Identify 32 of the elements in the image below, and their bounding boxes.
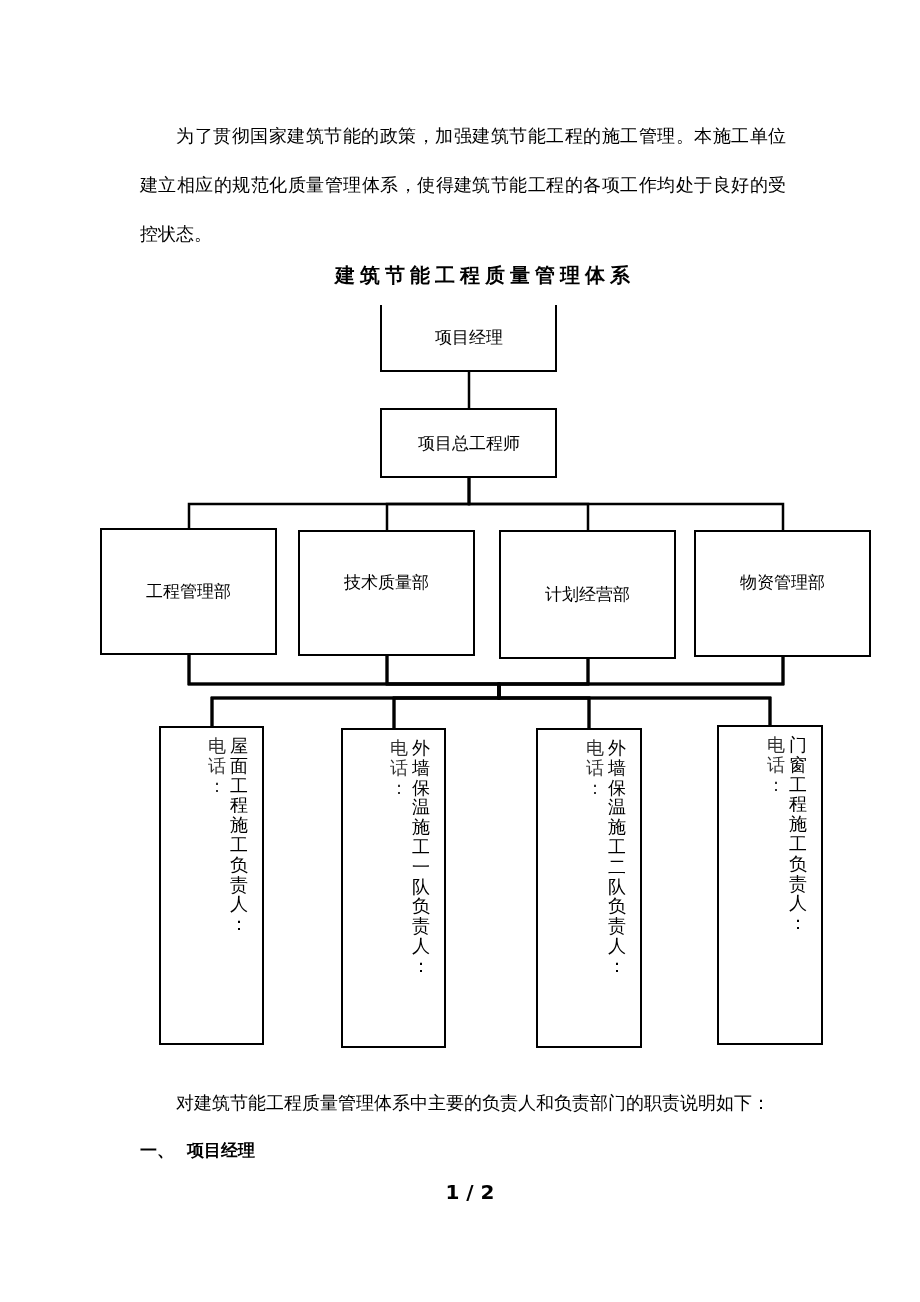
team-leader-label: 屋面工程施工负责人： [230, 737, 248, 935]
position-box [380, 305, 557, 372]
department-box [694, 530, 871, 657]
team-box [341, 728, 446, 1048]
team-leader-label: 门窗工程施工负责人： [789, 736, 807, 934]
team-box [717, 725, 823, 1045]
phone-label: 电话： [586, 739, 604, 799]
team-box [536, 728, 642, 1048]
phone-label: 电话： [208, 737, 226, 797]
department-box [499, 530, 676, 659]
department-box [100, 528, 277, 655]
department-box [298, 530, 475, 656]
team-leader-label: 外墙保温施工二队负责人： [608, 739, 626, 977]
diagram-title: 建筑节能工程质量管理体系 [333, 263, 636, 288]
department-name: 技术质量部 [344, 570, 429, 594]
team-box [159, 726, 264, 1045]
position-title: 项目总工程师 [417, 431, 520, 455]
section-number: 一、 [140, 1140, 174, 1162]
intro-paragraph: 为了贯彻国家建筑节能的政策，加强建筑节能工程的施工管理。本施工单位建立相应的规范化质量管理体系，使得建筑节能工程的各项工作均处于良好的受控状态。 [140, 125, 786, 246]
body-paragraph: 对建筑节能工程质量管理体系中主要的负责人和负责部门的职责说明如下： [175, 1092, 771, 1115]
position-box [380, 408, 557, 478]
connector-line [467, 372, 471, 408]
department-name: 计划经营部 [545, 583, 630, 606]
department-name: 工程管理部 [146, 580, 231, 603]
connector-line [467, 478, 785, 530]
position-title: 项目经理 [434, 326, 503, 349]
department-name: 物资管理部 [740, 571, 825, 594]
team-leader-label: 外墙保温施工一队负责人： [412, 739, 430, 977]
phone-label: 电话： [767, 736, 785, 796]
page-number: 1 / 2 [444, 1180, 496, 1204]
section-heading: 项目经理 [187, 1140, 255, 1162]
phone-label: 电话： [390, 739, 408, 799]
